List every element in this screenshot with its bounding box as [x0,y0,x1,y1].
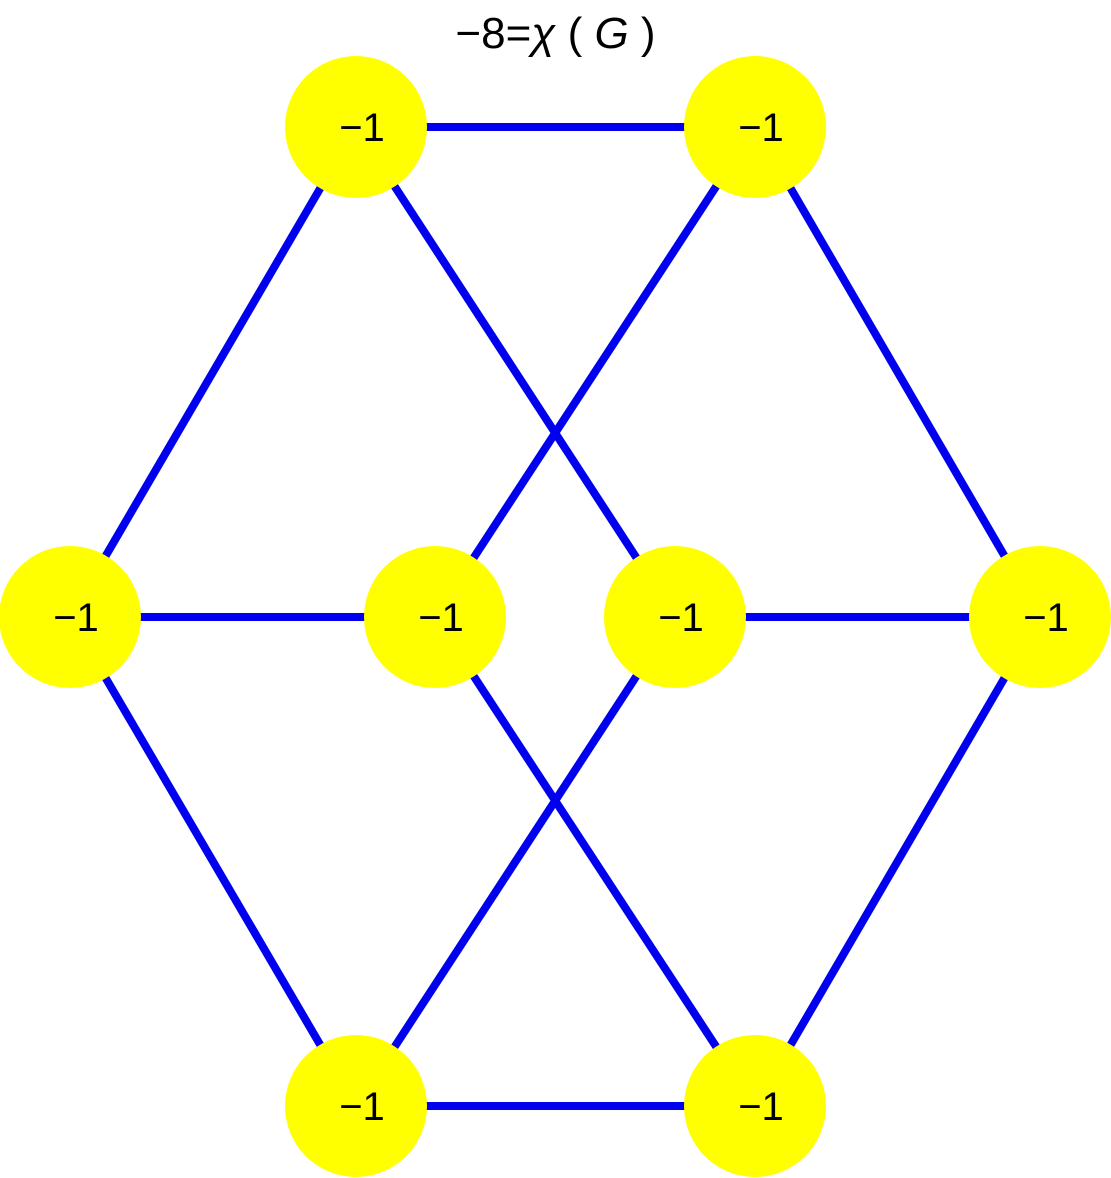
caption-value: −8 [455,9,506,58]
caption-open-paren: ( [567,9,583,58]
graph-nodes: −1 −1 −1 −1 −1 −1 −1 −1 [0,56,1111,1177]
node-label-mid-inner-left: −1 [418,596,464,640]
node-label-bottom-left: −1 [339,1085,385,1129]
caption-close-paren: ) [640,9,656,58]
edge-mid-inner-right-to-bottom-left [352,614,679,1109]
node-circle-bottom-left [285,1035,427,1177]
node-label-mid-far-left: −1 [53,596,99,640]
edge-top-right-to-mid-far-right [751,124,1044,620]
edge-top-left-to-mid-far-left [66,124,360,620]
node-top-right: −1 [684,56,826,198]
edge-top-right-to-mid-inner-left [431,124,759,620]
edge-mid-far-left-to-bottom-left [66,614,360,1109]
node-circle-top-left [285,56,427,198]
node-label-bottom-right: −1 [738,1085,784,1129]
node-label-mid-inner-right: −1 [658,596,704,640]
node-label-top-left: −1 [339,106,385,150]
node-circle-mid-inner-left [364,546,506,688]
node-circle-bottom-right [684,1035,826,1177]
node-circle-mid-inner-right [604,546,746,688]
edge-mid-far-right-to-bottom-right [751,614,1044,1109]
node-circle-top-right [684,56,826,198]
caption-equals: = [505,9,532,58]
node-mid-far-right: −1 [969,546,1111,688]
node-label-mid-far-right: −1 [1023,596,1069,640]
node-top-left: −1 [285,56,427,198]
node-bottom-right: −1 [684,1035,826,1177]
caption-function: χ [531,9,556,58]
node-mid-inner-left: −1 [364,546,506,688]
node-mid-inner-right: −1 [604,546,746,688]
edge-top-left-to-mid-inner-right [352,124,679,620]
edge-mid-inner-left-to-bottom-right [431,614,759,1109]
graph-caption: −8=χ ( G ) [0,8,1111,60]
caption-argument: G [594,9,629,58]
node-mid-far-left: −1 [0,546,141,688]
node-label-top-right: −1 [738,106,784,150]
node-circle-mid-far-left [0,546,141,688]
node-circle-mid-far-right [969,546,1111,688]
graph-edges [66,123,1044,1110]
node-bottom-left: −1 [285,1035,427,1177]
